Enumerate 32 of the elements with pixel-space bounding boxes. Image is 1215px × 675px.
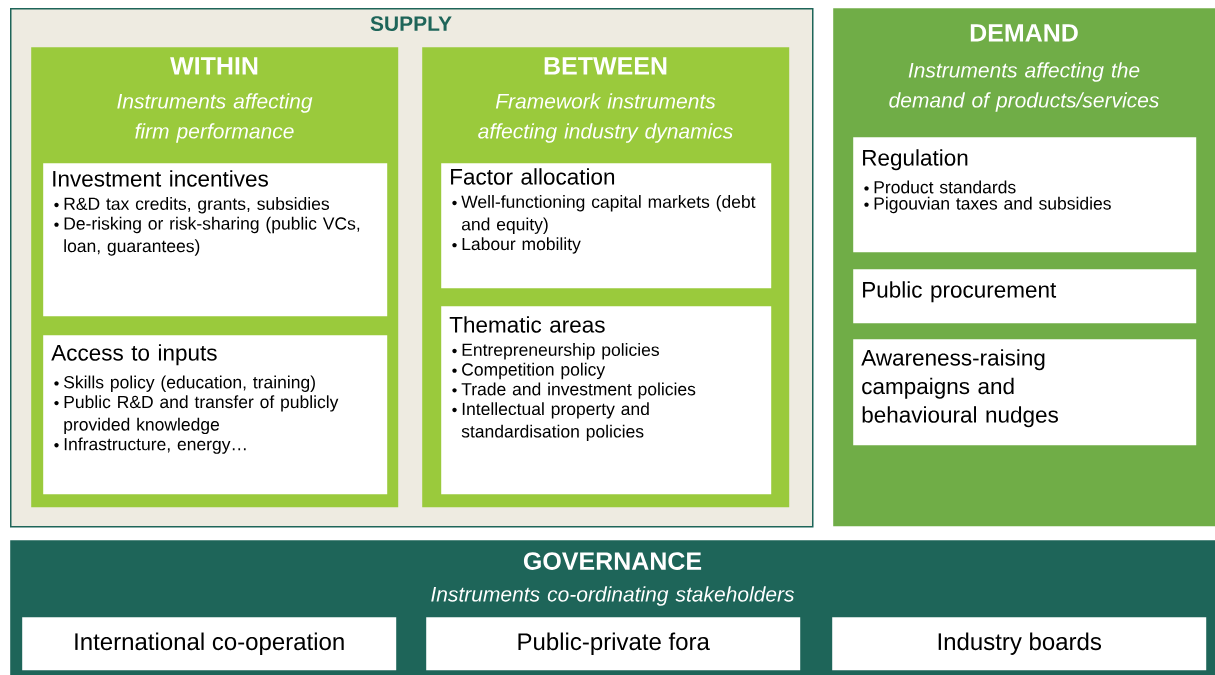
card-title: Regulation bbox=[863, 149, 968, 171]
heading: BETWEEN bbox=[544, 57, 667, 75]
label-box: International co-operation bbox=[22, 617, 397, 671]
subtitle: Framework instruments affecting industry dynamics bbox=[478, 93, 733, 143]
bullet-item: Trade and investment policies bbox=[452, 382, 696, 399]
label-box: Industry boards bbox=[832, 617, 1207, 671]
card-title: Investment incentives bbox=[53, 170, 268, 187]
card-title: Thematic areas bbox=[449, 316, 605, 333]
bullet-item: Competition policy bbox=[452, 362, 606, 380]
card-title: Factor allocation bbox=[451, 168, 615, 185]
bullet-item: Intellectual property and standardisation policies bbox=[452, 402, 649, 442]
heading: WITHIN bbox=[170, 57, 258, 75]
subtitle: Instruments co-ordinating stakeholders bbox=[431, 586, 795, 606]
bullet-item: Product standards bbox=[864, 180, 1016, 194]
bullet-item: R&D tax credits, grants, subsidies bbox=[54, 197, 330, 214]
subtitle: Instruments affecting firm performance bbox=[117, 93, 313, 143]
bullet-item: Well-functioning capital markets (debt and equity) bbox=[452, 195, 756, 234]
bullet-item: Skills policy (education, training) bbox=[54, 375, 315, 392]
heading: DEMAND bbox=[970, 24, 1078, 42]
card-title: Public procurement bbox=[863, 281, 1057, 303]
bullet-item: Infrastructure, energy… bbox=[54, 437, 246, 454]
label-box: Public-private fora bbox=[426, 617, 801, 671]
bullet-item: Public R&D and transfer of publicly provided knowledge bbox=[54, 395, 339, 435]
bullet-item: Pigouvian taxes and subsidies bbox=[864, 196, 1111, 214]
card-title: Access to inputs bbox=[51, 344, 217, 366]
bullet-item: De-risking or risk-sharing (public VCs, loan, guarantees) bbox=[54, 216, 360, 256]
card-title: Awareness-raising campaigns and behavioural nudges bbox=[861, 349, 1058, 428]
heading: GOVERNANCE bbox=[523, 552, 702, 570]
subtitle: Instruments affecting the demand of products/services bbox=[889, 62, 1159, 112]
heading: SUPPLY bbox=[370, 16, 452, 32]
bullet-item: Labour mobility bbox=[452, 237, 581, 254]
bullet-item: Entrepreneurship policies bbox=[452, 343, 659, 360]
